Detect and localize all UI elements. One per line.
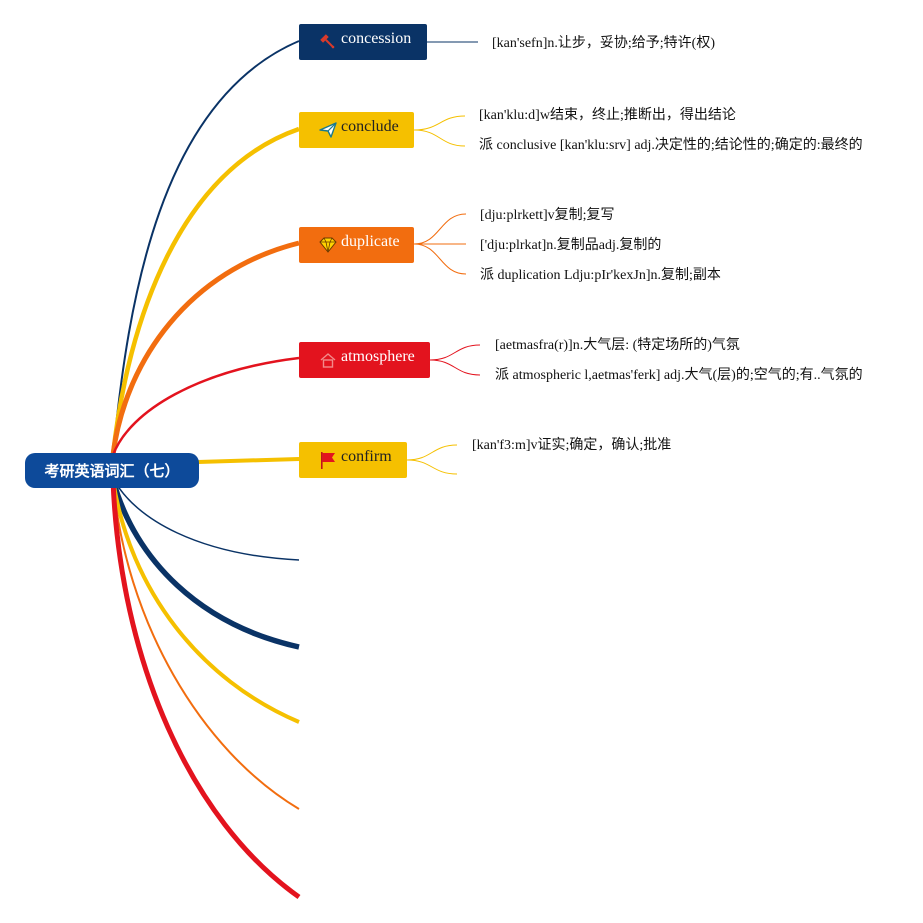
node-confirm[interactable]: confirm [299,442,407,478]
node-concession[interactable]: concession [299,24,427,60]
node-label: concession [341,30,412,47]
branch-empty-3 [111,479,300,724]
leaf-atmosphere-2: 派 atmospheric l,aetmas'ferk] adj.大气(层)的;… [495,368,863,383]
leaf-conclude-1: [kan'klu:d]w结束，终止;推断出，得出结论 [479,108,736,123]
leaf-atmosphere-1: [aetmasfra(r)]n.大气层: (特定场所的)气氛 [495,338,740,353]
branch-confirm [197,457,300,464]
leaf-duplicate-2: ['dju:plrkat]n.复制品adj.复制的 [480,238,662,253]
leaf-duplicate-1: [dju:plrkett]v复制;复写 [480,208,615,223]
leaf-duplicate-3: 派 duplication Ldju:pIr'kexJn]n.复制;副本 [480,268,721,283]
node-label: duplicate [341,233,400,250]
leaf-conclude-2: 派 conclusive [kan'klu:srv] adj.决定性的;结论性的… [479,138,863,153]
branch-atmosphere [111,356,300,456]
flag-icon [317,449,339,471]
node-duplicate[interactable]: duplicate [299,227,414,263]
node-label: atmosphere [341,348,415,365]
node-label: conclude [341,118,399,135]
leaf-line-duplicate-1 [413,213,467,245]
hammer-icon [317,31,339,53]
node-atmosphere[interactable]: atmosphere [299,342,430,378]
branch-empty-4 [112,479,300,810]
branch-empty-1 [112,477,300,561]
branch-conclude [110,126,300,456]
leaf-line-atmosphere-1 [429,344,481,361]
leaf-line-conclude-1 [413,115,466,131]
leaf-confirm-1: [kan'f3:m]v证实;确定，确认;批准 [472,438,672,453]
leaf-line-confirm-2 [406,459,458,475]
branch-duplicate [110,240,300,456]
node-label: confirm [341,448,392,465]
leaf-line-atmosphere-2 [429,359,481,376]
node-conclude[interactable]: conclude [299,112,414,148]
home-icon [317,349,339,371]
diamond-icon [317,234,339,256]
branch-empty-2 [110,479,300,650]
paper-plane-icon [317,119,339,141]
leaf-line-conclude-2 [413,129,466,147]
leaf-line-duplicate-3 [413,243,467,275]
leaf-line-confirm-1 [406,444,458,461]
leaf-concession-1: [kan'sefn]n.让步，妥协;给予;特许(权) [492,36,715,51]
root-topic[interactable]: 考研英语词汇（七） [25,453,199,488]
branch-concession [112,40,300,456]
branch-empty-5 [110,479,301,900]
